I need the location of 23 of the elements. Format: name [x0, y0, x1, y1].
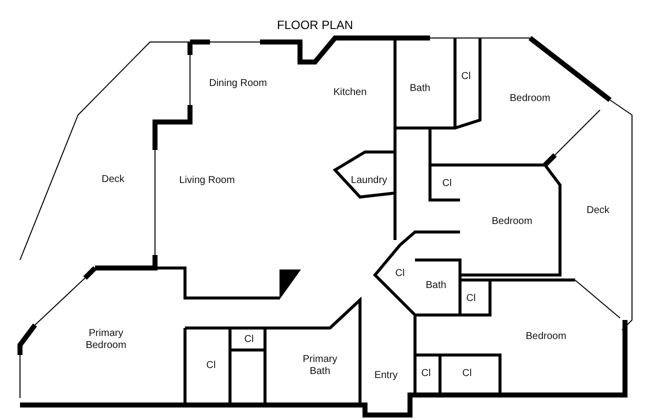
room-label: Cl	[442, 178, 452, 190]
room-label: Kitchen	[333, 87, 367, 99]
room-label: Cl	[466, 293, 476, 305]
room-label: Cl	[206, 360, 216, 372]
room-label: Bedroom	[492, 216, 532, 228]
room-label: Cl	[421, 368, 431, 380]
room-label: Cl	[395, 268, 405, 280]
room-label: Cl	[462, 368, 472, 380]
room-label: Bath	[426, 280, 446, 292]
room-label: Cl	[244, 334, 254, 346]
room-label: Bedroom	[526, 331, 566, 343]
room-label: Cl	[461, 71, 471, 83]
plan-title: FLOOR PLAN	[276, 18, 354, 32]
room-label: Living Room	[179, 175, 235, 187]
room-label: Primary Bath	[295, 354, 345, 378]
room-label: Entry	[374, 370, 398, 382]
room-label: Dining Room	[209, 78, 267, 90]
room-label: Deck	[102, 174, 124, 186]
room-label: Laundry	[350, 175, 388, 187]
room-label: Bedroom	[510, 93, 550, 105]
room-label: Deck	[586, 205, 610, 217]
room-label: Primary Bedroom	[76, 328, 136, 352]
room-label: Bath	[410, 83, 430, 95]
